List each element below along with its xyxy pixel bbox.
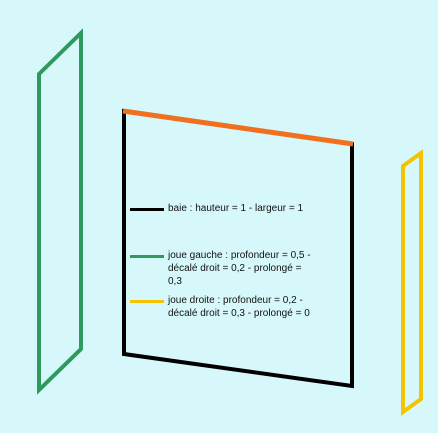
baie-top-edge xyxy=(122,108,354,147)
legend-swatch-joue-gauche xyxy=(130,255,164,258)
legend-label-joue-gauche-line2: décalé droit = 0,2 - prolongé = xyxy=(168,263,302,274)
joue-droite-shape xyxy=(401,149,423,416)
legend-label-joue-gauche-line1: joue gauche : profondeur = 0,5 - xyxy=(168,250,311,261)
legend-swatch-baie xyxy=(130,208,164,211)
legend-label-joue-droite-line2: décalé droit = 0,3 - prolongé = 0 xyxy=(168,308,310,319)
joue-gauche-shape xyxy=(37,28,83,395)
legend-label-joue-gauche-line3: 0,3 xyxy=(168,276,182,287)
legend-swatch-joue-droite xyxy=(130,300,164,303)
legend-label-baie: baie : hauteur = 1 - largeur = 1 xyxy=(168,203,304,214)
legend-label-joue-droite-line1: joue droite : profondeur = 0,2 - xyxy=(168,295,303,306)
baie-shape xyxy=(122,108,354,389)
